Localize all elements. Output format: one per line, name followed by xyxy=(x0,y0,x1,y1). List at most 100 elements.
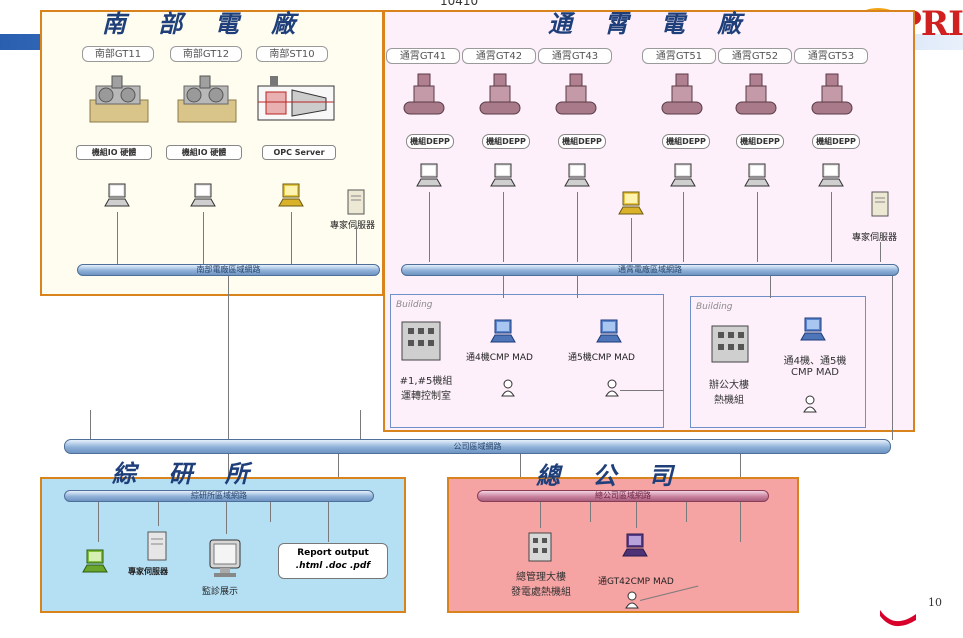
connector-line xyxy=(228,454,229,490)
header-number: 10410 xyxy=(440,0,479,8)
south-plant-title: 南 部 電 廠 xyxy=(102,9,308,38)
tx-unit-tag: 通霄GT43 xyxy=(538,48,612,64)
connector-line xyxy=(228,276,229,440)
connector-line xyxy=(117,212,118,264)
cmp-mad-label: 通4機CMP MAD xyxy=(466,353,533,363)
cmp-mad-computer-icon xyxy=(800,317,826,341)
south-io-tag: OPC Server xyxy=(262,145,336,160)
connector-line xyxy=(503,276,504,298)
hq-mad-label: 通GT42CMP MAD xyxy=(598,577,674,587)
turbine-valve-icon xyxy=(555,73,597,115)
cmp-mad-computer-icon xyxy=(596,319,622,343)
turbine-valve-icon xyxy=(403,73,445,115)
connector-line xyxy=(356,226,357,264)
report-formats: .html .doc .pdf xyxy=(295,561,371,571)
connector-line xyxy=(520,454,521,490)
connector-line xyxy=(158,502,159,526)
tx-depp-tag: 機組DEPP xyxy=(406,134,454,149)
south-unit-tag: 南部GT11 xyxy=(82,46,154,62)
hq-building-label: 總管理大樓 發電處熱機組 xyxy=(511,572,571,598)
lab-lan-label: 綜研所區域網路 xyxy=(191,491,247,500)
hq-lan-bus: 總公司區域網路 xyxy=(477,490,769,502)
tongxiao-plant-title: 通 霄 電 廠 xyxy=(548,9,754,38)
workstation-icon xyxy=(104,183,130,207)
tx-unit-tag: 通霄GT41 xyxy=(386,48,460,64)
connector-line xyxy=(831,192,832,262)
building-label: Building xyxy=(696,302,733,312)
cmp-mad-computer-icon xyxy=(622,533,648,557)
company-lan-label: 公司區域網路 xyxy=(453,442,502,451)
connector-line xyxy=(631,218,632,262)
connector-line xyxy=(740,454,741,490)
turbine-valve-icon xyxy=(735,73,777,115)
connector-line xyxy=(636,502,637,528)
office-building-box xyxy=(690,296,866,428)
south-io-tag: 機組IO 硬體 xyxy=(76,145,152,160)
workstation-icon xyxy=(564,163,590,187)
user-icon xyxy=(605,379,619,397)
page-number: 10 xyxy=(928,596,942,609)
hq-lan-label: 總公司區域網路 xyxy=(595,491,651,500)
connector-line xyxy=(683,192,684,262)
connector-line xyxy=(590,502,591,522)
south-expert-label: 專家伺服器 xyxy=(330,221,376,231)
connector-line xyxy=(577,192,578,262)
headquarters-title: 總 公 司 xyxy=(536,461,685,490)
expert-server-icon xyxy=(871,191,889,217)
user-icon xyxy=(625,591,639,609)
corner-swoosh-icon xyxy=(880,610,916,627)
control-room-box xyxy=(390,294,664,428)
tx-depp-tag: 機組DEPP xyxy=(736,134,784,149)
connector-line xyxy=(90,410,91,440)
connector-line xyxy=(226,502,227,534)
user-icon xyxy=(501,379,515,397)
connector-line xyxy=(328,502,329,542)
cmp-mad-label: 通5機CMP MAD xyxy=(568,353,635,363)
south-lan-label: 南部電廠區域網路 xyxy=(196,265,261,274)
connector-line xyxy=(892,276,893,440)
connector-line xyxy=(503,192,504,262)
connector-line xyxy=(270,502,271,522)
cmp-mad-computer-icon xyxy=(490,319,516,343)
office-building-icon xyxy=(711,325,749,363)
connector-line xyxy=(98,502,99,542)
south-io-tag: 機組IO 硬體 xyxy=(166,145,242,160)
tx-unit-tag: 通霄GT42 xyxy=(462,48,536,64)
steam-turbine-icon xyxy=(257,76,335,121)
workstation-icon xyxy=(818,163,844,187)
lab-workstation-icon xyxy=(82,549,108,573)
expert-server-icon xyxy=(347,189,365,215)
turbine-valve-icon xyxy=(479,73,521,115)
tx-lan-label: 通霄電廠區域網路 xyxy=(618,265,682,274)
tx-depp-tag: 機組DEPP xyxy=(812,134,860,149)
report-output-box: Report output .html .doc .pdf xyxy=(278,543,388,579)
connector-line xyxy=(880,242,881,262)
control-room-label: #1,#5機組 運轉控制室 xyxy=(399,376,453,402)
cmp-mad-label: 通4機、通5機 CMP MAD xyxy=(783,356,847,378)
building-icon xyxy=(401,321,441,361)
connector-line xyxy=(360,410,361,440)
connector-line xyxy=(686,502,687,522)
tx-depp-tag: 機組DEPP xyxy=(662,134,710,149)
connector-line xyxy=(429,192,430,262)
building-label: Building xyxy=(396,300,433,310)
office-label: 辦公大樓 熱機組 xyxy=(709,380,749,406)
tx-unit-tag: 通霄GT51 xyxy=(642,48,716,64)
connector-line xyxy=(203,212,204,264)
workstation-icon xyxy=(190,183,216,207)
gateway-computer-icon xyxy=(618,191,644,215)
connector-line xyxy=(740,502,741,542)
south-lan-bus: 南部電廠區域網路 xyxy=(77,264,380,276)
user-icon xyxy=(803,395,817,413)
tx-lan-bus: 通霄電廠區域網路 xyxy=(401,264,899,276)
south-unit-tag: 南部ST10 xyxy=(256,46,328,62)
lab-lan-bus: 綜研所區域網路 xyxy=(64,490,374,502)
connector-line xyxy=(577,276,578,298)
expert-server-icon xyxy=(147,531,167,561)
connector-line xyxy=(757,192,758,262)
opc-server-computer-icon xyxy=(278,183,304,207)
turbine-valve-icon xyxy=(811,73,853,115)
connector-line xyxy=(291,212,292,264)
lab-expert-label: 專家伺服器 xyxy=(128,567,168,576)
tx-depp-tag: 機組DEPP xyxy=(482,134,530,149)
